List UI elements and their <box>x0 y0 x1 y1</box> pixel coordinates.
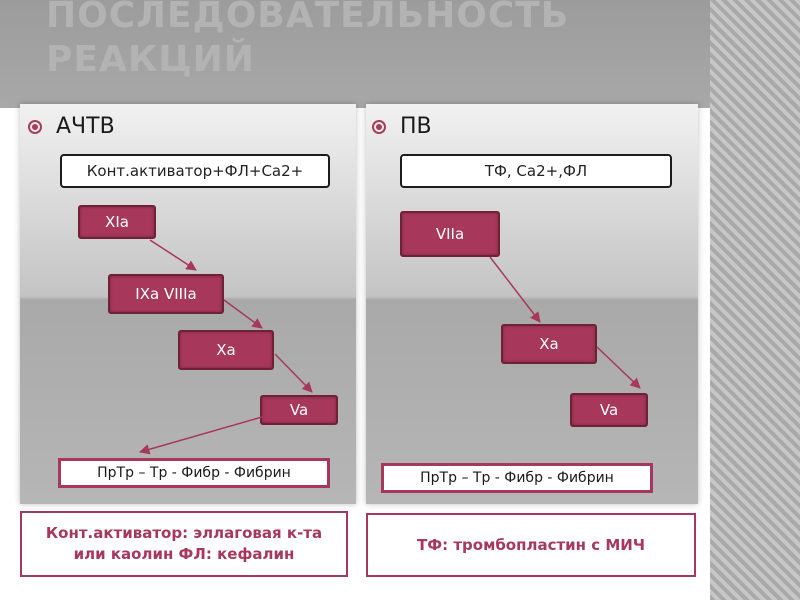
factor-xia-label: XIa <box>105 213 129 231</box>
factor-xa-left-label: Xa <box>216 341 236 359</box>
aptt-note-line2: или каолин ФЛ: кефалин <box>73 545 295 563</box>
aptt-heading: АЧТВ <box>28 114 115 139</box>
pt-note-box: ТФ: тромбопластин с МИЧ <box>366 513 696 577</box>
aptt-activator-box: Конт.активатор+ФЛ+Ca2+ <box>60 154 330 188</box>
factor-viia-label: VIIa <box>435 225 465 243</box>
factor-va-left-box: Va <box>260 395 338 425</box>
pt-chain-text: ПрТр – Тр - Фибр - Фибрин <box>420 470 614 486</box>
bullet-icon <box>372 119 386 134</box>
aptt-chain-text: ПрТр – Тр - Фибр - Фибрин <box>97 465 291 481</box>
bullet-icon <box>28 119 42 134</box>
factor-va-left-label: Va <box>289 401 309 419</box>
aptt-note-box: Конт.активатор: эллаговая к-та или каоли… <box>20 511 348 577</box>
factor-xa-left-box: Xa <box>178 330 274 370</box>
slide-title-line1: Последовательность <box>46 0 570 36</box>
header-band <box>0 0 710 108</box>
decorative-stripes <box>710 0 800 600</box>
pt-activator-box: ТФ, Ca2+,ФЛ <box>400 154 672 188</box>
slide-title: Последовательность реакций <box>46 0 646 82</box>
factor-viia-box: VIIa <box>400 211 500 257</box>
factor-xa-right-label: Xa <box>539 335 559 353</box>
factor-xa-right-box: Xa <box>501 324 597 364</box>
aptt-chain-box: ПрТр – Тр - Фибр - Фибрин <box>58 458 330 488</box>
aptt-activator-text: Конт.активатор+ФЛ+Ca2+ <box>86 162 304 180</box>
pt-activator-text: ТФ, Ca2+,ФЛ <box>484 162 588 180</box>
pt-heading: ПВ <box>372 114 432 139</box>
pt-chain-box: ПрТр – Тр - Фибр - Фибрин <box>381 463 653 493</box>
factor-ixa-viiia-label: IXa VIIIa <box>135 285 197 303</box>
aptt-heading-text: АЧТВ <box>56 114 115 139</box>
slide-title-line2: реакций <box>46 39 255 80</box>
factor-ixa-viiia-box: IXa VIIIa <box>108 274 224 314</box>
aptt-note-line1: Конт.активатор: эллаговая к-та <box>45 524 323 542</box>
factor-va-right-box: Va <box>570 393 648 427</box>
factor-xia-box: XIa <box>78 205 156 239</box>
pt-heading-text: ПВ <box>400 114 432 139</box>
pt-note-text: ТФ: тромбопластин с МИЧ <box>417 535 645 554</box>
factor-va-right-label: Va <box>599 401 619 419</box>
